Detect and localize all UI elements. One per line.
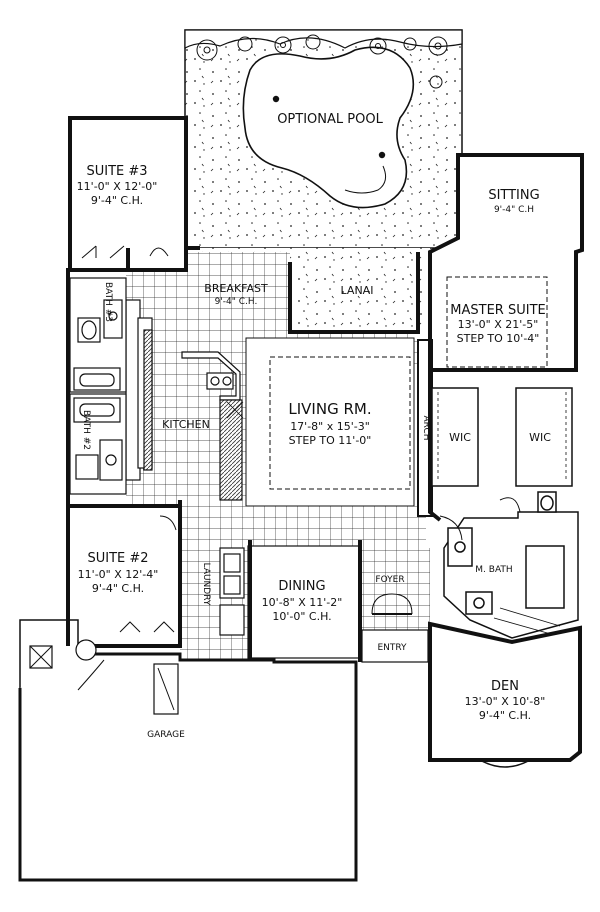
dining-ceiling: 10'-0" C.H. — [272, 610, 331, 623]
foyer-label: FOYER — [375, 575, 404, 585]
master-suite — [428, 153, 584, 372]
breakfast-ceiling: 9'-4" C.H. — [215, 297, 258, 307]
bath-3-label: BATH #3 — [103, 282, 113, 322]
interior-doors — [81, 245, 521, 633]
den-name: DEN — [491, 679, 519, 694]
front-doors — [371, 593, 413, 615]
suite-2-name: SUITE #2 — [87, 551, 148, 566]
living-room-step: STEP TO 11'-0" — [289, 434, 372, 447]
wic-left-label: WIC — [449, 431, 471, 444]
master-suite-name: MASTER SUITE — [450, 303, 545, 318]
living-room — [245, 337, 415, 507]
bath-2-label: BATH #2 — [81, 410, 91, 450]
den-ceiling: 9'-4" C.H. — [479, 709, 531, 722]
sitting-name: SITTING — [488, 188, 539, 203]
suite-3-size: 11'-0" X 12'-0" — [77, 180, 158, 193]
wic-right-label: WIC — [529, 431, 551, 444]
garage-label: GARAGE — [147, 730, 185, 740]
entry-label: ENTRY — [377, 643, 407, 653]
suite-2-ceiling: 9'-4" C.H. — [92, 582, 144, 595]
arch-label: ARCH — [421, 415, 431, 440]
suite-2 — [66, 504, 182, 648]
kitchen-counters — [125, 299, 244, 501]
dining-size: 10'-8" X 11'-2" — [262, 596, 343, 609]
den-size: 13'-0" X 10'-8" — [465, 695, 546, 708]
master-suite-step: STEP TO 10'-4" — [457, 332, 540, 345]
suite-2-size: 11'-0" X 12'-4" — [78, 568, 159, 581]
suite-3-ceiling: 9'-4" C.H. — [91, 194, 143, 207]
breakfast-name: BREAKFAST — [204, 282, 268, 295]
optional-pool-label: OPTIONAL POOL — [277, 112, 383, 127]
living-room-name: LIVING RM. — [288, 400, 371, 418]
master-bath-label: M. BATH — [475, 565, 512, 575]
dining-name: DINING — [278, 579, 325, 594]
living-room-size: 17'-8" x 15'-3" — [290, 420, 370, 433]
bath-2 — [69, 393, 127, 495]
pool-deck — [184, 29, 463, 249]
laundry-label: LAUNDRY — [201, 563, 211, 606]
sitting-ceiling: 9'-4" C.H — [494, 205, 534, 215]
master-bath — [443, 491, 579, 639]
suite-3-name: SUITE #3 — [86, 164, 147, 179]
garage — [18, 619, 358, 882]
entry — [361, 629, 429, 663]
laundry — [219, 547, 245, 636]
lanai-label: LANAI — [341, 284, 374, 297]
den — [428, 621, 582, 768]
master-suite-size: 13'-0" X 21'-5" — [458, 318, 539, 331]
walk-in-closets — [431, 387, 573, 487]
kitchen-label: KITCHEN — [162, 418, 210, 431]
exterior-walls — [66, 118, 442, 662]
pool-plants — [196, 34, 448, 89]
bath-3 — [69, 277, 127, 393]
